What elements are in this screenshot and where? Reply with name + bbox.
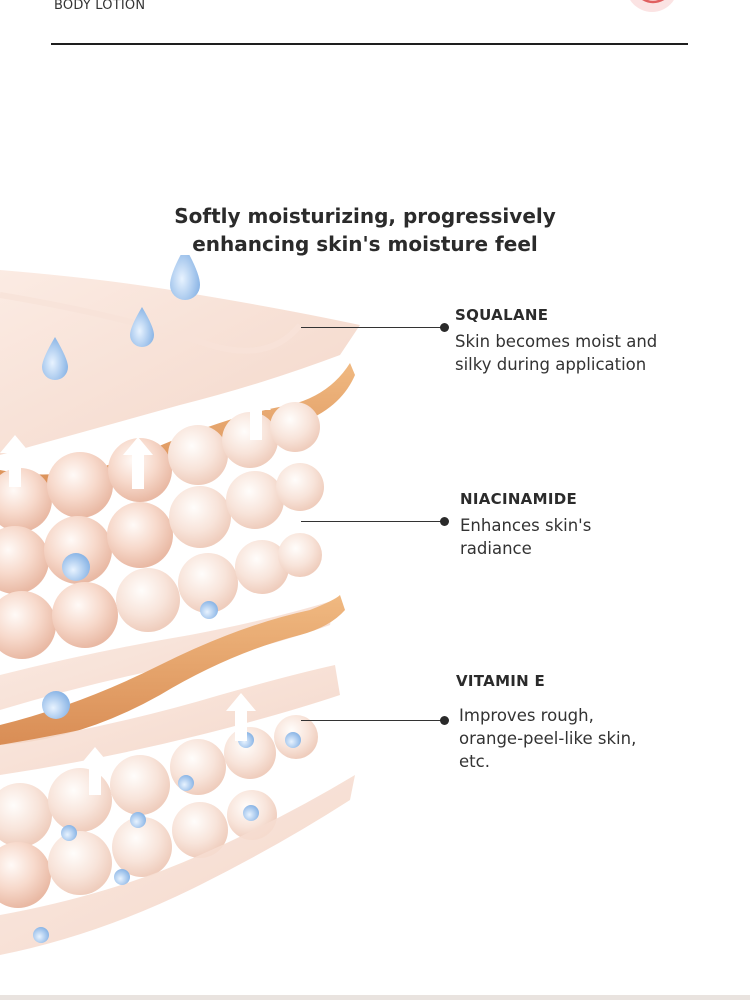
- callout-desc-line: orange-peel-like skin,: [459, 729, 637, 748]
- next-section-edge: [0, 995, 750, 1000]
- squalane-leader-line: [301, 327, 444, 328]
- vitamin-e-leader-line: [301, 720, 444, 721]
- callout-description: Enhances skin's radiance: [460, 514, 710, 560]
- header-label: BODY LOTION: [54, 0, 146, 13]
- headline-line-1: Softly moisturizing, progressively: [174, 204, 556, 228]
- header-divider: [51, 43, 688, 45]
- callout-vitamin-e: VITAMIN E Improves rough, orange-peel-li…: [456, 672, 716, 773]
- callout-niacinamide: NIACINAMIDE Enhances skin's radiance: [460, 490, 710, 560]
- droplets: [33, 553, 301, 943]
- callout-desc-line: Skin becomes moist and: [455, 332, 658, 351]
- callout-desc-line: Enhances skin's: [460, 516, 592, 535]
- headline: Softly moisturizing, progressively enhan…: [140, 202, 590, 258]
- callout-desc-line: etc.: [459, 752, 490, 771]
- callout-desc-line: radiance: [460, 539, 532, 558]
- skin-layers-illustration: [0, 255, 360, 955]
- headline-line-2: enhancing skin's moisture feel: [192, 232, 538, 256]
- callout-desc-line: silky during application: [455, 355, 647, 374]
- niacinamide-leader-dot: [440, 517, 449, 526]
- niacinamide-leader-line: [301, 521, 444, 522]
- callout-squalane: SQUALANE Skin becomes moist and silky du…: [455, 306, 715, 376]
- water-drop-icon: [42, 255, 200, 380]
- callout-description: Improves rough, orange-peel-like skin, e…: [456, 704, 716, 773]
- arrow-up-icon: [0, 392, 271, 795]
- callout-desc-line: Improves rough,: [459, 706, 594, 725]
- callout-description: Skin becomes moist and silky during appl…: [455, 330, 715, 376]
- logo-icon: [630, 0, 674, 12]
- callout-title: VITAMIN E: [456, 672, 546, 690]
- callout-title: NIACINAMIDE: [460, 490, 578, 508]
- vitamin-e-leader-dot: [440, 716, 449, 725]
- callout-title: SQUALANE: [455, 306, 549, 324]
- squalane-leader-dot: [440, 323, 449, 332]
